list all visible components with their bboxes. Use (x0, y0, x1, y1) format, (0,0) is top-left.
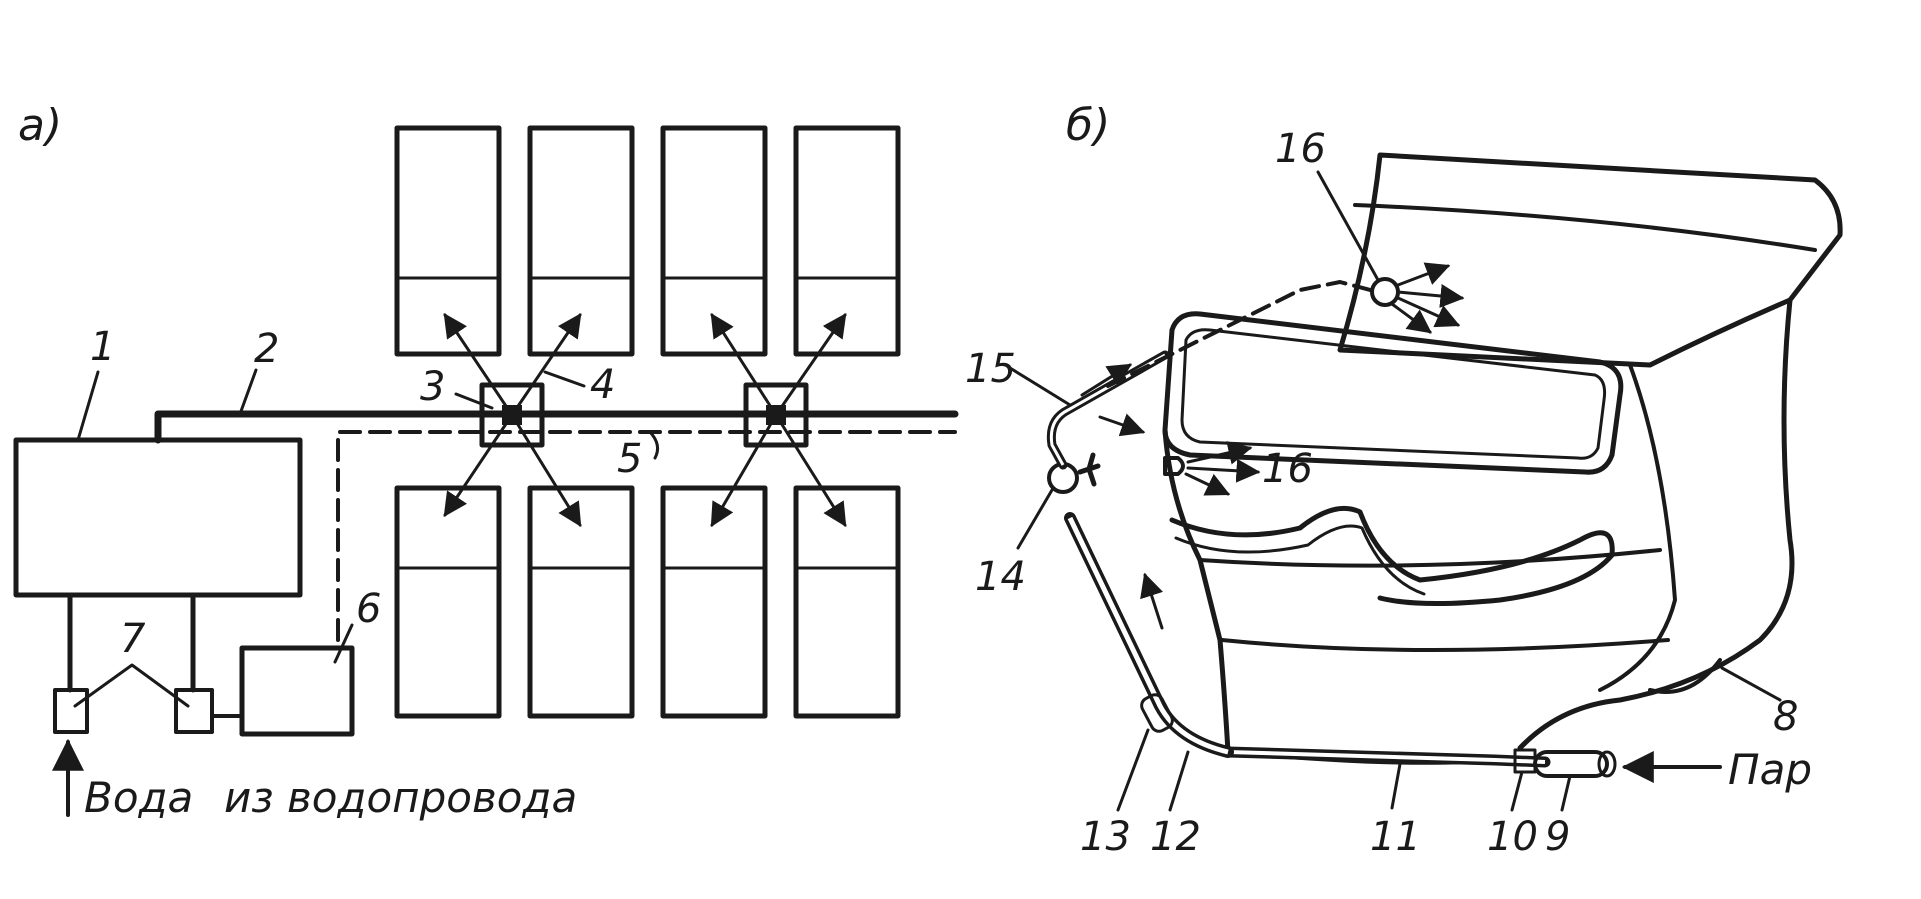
panel-a-tag: а) (18, 100, 62, 151)
label-15: 15 (965, 346, 1016, 392)
label-leader-1 (76, 370, 100, 442)
distributor-right (710, 312, 847, 528)
label-2: 2 (254, 326, 279, 372)
label-leader-2 (238, 368, 258, 416)
seat-cushion-front (1162, 311, 1624, 475)
dashed-pipe-15 (1106, 280, 1380, 388)
label-leader-8 (1720, 666, 1782, 702)
pump-7-left (53, 688, 89, 734)
armrest-wave (1169, 505, 1615, 607)
label-leader-11 (1390, 762, 1402, 810)
flow-arrow-15b (1098, 413, 1146, 437)
label-5: 5 (617, 436, 642, 482)
label-leader-9 (1560, 774, 1572, 812)
flow-arrow-15 (1080, 363, 1133, 397)
label-12: 12 (1150, 814, 1201, 860)
steam-pipe-12 (1064, 512, 1234, 758)
distributor-box (743, 382, 809, 448)
pump-7-right (174, 688, 214, 734)
rail-car (660, 125, 768, 357)
rail-car (660, 485, 768, 719)
label-leader-12 (1168, 750, 1190, 812)
nozzle-16-side (1163, 456, 1185, 476)
dashed-line-5 (336, 430, 957, 642)
label-leader-3 (454, 392, 494, 410)
seat-back-rear (1337, 152, 1843, 368)
label-6: 6 (356, 586, 381, 632)
label-leader-6 (333, 623, 354, 664)
rail-car (527, 485, 635, 719)
unit-6 (239, 645, 355, 737)
car-row-bottom (394, 485, 901, 719)
label-13: 13 (1080, 814, 1131, 860)
rail-car (394, 485, 502, 719)
rail-car (527, 125, 635, 357)
panel-b: б) 8 Пар (965, 100, 1843, 860)
distributor-left (443, 313, 582, 528)
rail-car (394, 125, 502, 357)
rail-car (793, 485, 901, 719)
panel-b-tag: б) (1066, 100, 1110, 151)
label-3: 3 (420, 364, 445, 410)
label-14: 14 (975, 554, 1026, 600)
main-pipe-2 (154, 410, 959, 444)
rail-car (793, 125, 901, 357)
label-11: 11 (1370, 814, 1421, 860)
label-8: 8 (1773, 694, 1798, 740)
panel-a: а) 1 2 5 3 4 (13, 100, 959, 822)
label-10: 10 (1487, 814, 1538, 860)
label-leader-16-top (1316, 170, 1380, 282)
label-leader-13 (1116, 728, 1150, 812)
caption-water: Вода (84, 773, 193, 822)
label-leader-4 (543, 370, 586, 388)
label-16-top: 16 (1275, 126, 1326, 172)
label-leader-14 (1016, 488, 1054, 550)
label-leader-15 (1008, 366, 1072, 407)
water-tank-1 (13, 437, 303, 598)
coupling-10 (1513, 748, 1537, 774)
caption-from-water-main: из водопровода (224, 773, 577, 822)
label-4: 4 (590, 362, 615, 408)
label-7: 7 (120, 616, 146, 662)
label-leader-5 (648, 430, 660, 460)
flow-arrow-up (1140, 572, 1164, 630)
car-row-top (394, 125, 901, 357)
label-leader-10 (1510, 770, 1524, 812)
nozzle-16-top (1370, 277, 1400, 307)
caption-steam: Пар (1728, 745, 1812, 794)
label-leader-7 (73, 663, 190, 708)
label-9: 9 (1545, 814, 1570, 860)
sleeve-13 (1140, 693, 1174, 733)
label-1: 1 (90, 324, 115, 370)
label-16-side: 16 (1262, 446, 1313, 492)
